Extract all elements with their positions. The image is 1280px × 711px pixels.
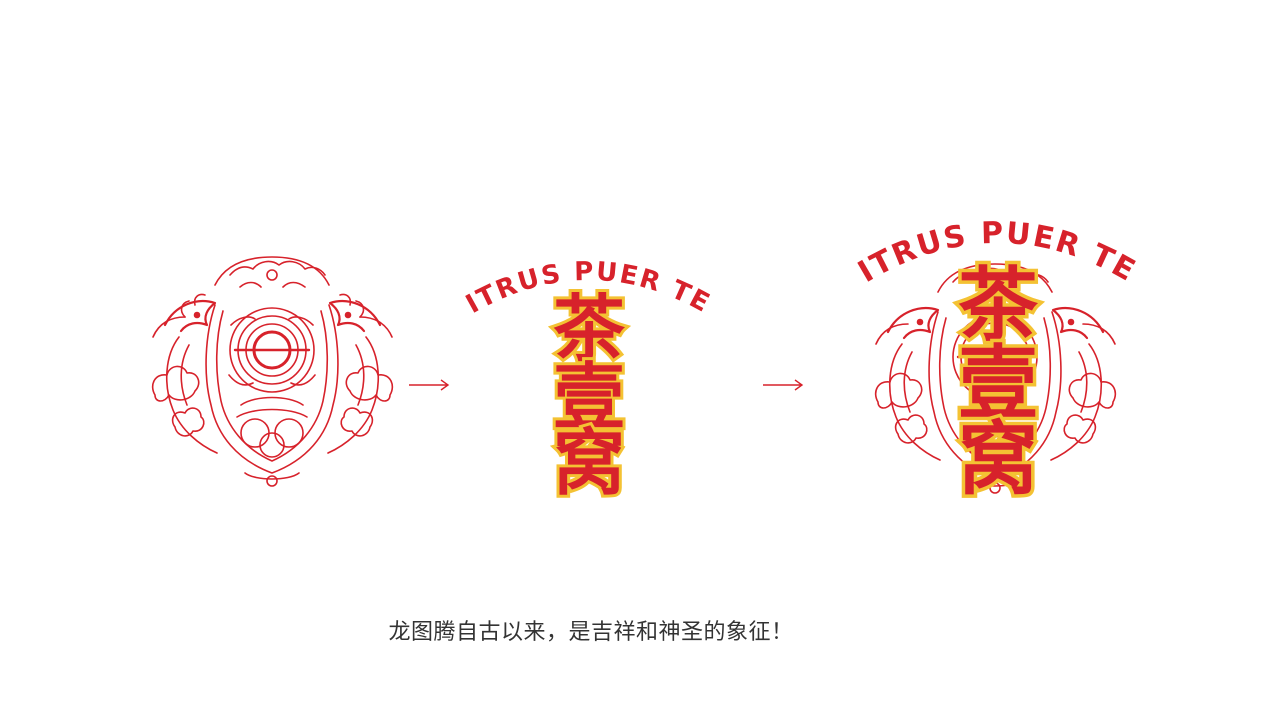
wordmark-cn-char-1: 茶 xyxy=(958,259,1039,352)
wordmark-cn-char-3: 窝 xyxy=(958,413,1038,505)
wordmark-cn-char-1: 茶 xyxy=(553,287,626,371)
arrow-right-icon xyxy=(763,379,804,391)
wordmark-logo: CITRUS PUER TEA 茶 壹 窝 xyxy=(856,205,1140,505)
dragon-emblem-icon xyxy=(151,256,394,487)
caption-text: 龙图腾自古以来，是吉祥和神圣的象征！ xyxy=(0,614,1182,646)
wordmark-cn-char-2: 壹 xyxy=(553,355,625,439)
wordmark-cn-char-2: 壹 xyxy=(958,337,1038,430)
wordmark-cn-char-3: 窝 xyxy=(553,421,625,498)
dragon-emblem-icon xyxy=(874,263,1117,494)
arrow-right-icon xyxy=(409,379,450,391)
caption-line: 龙图腾自古以来，是吉祥和神圣的象征！ xyxy=(388,620,794,645)
wordmark-logo: CITRUS PUER TEA 茶 壹 窝 xyxy=(462,236,714,498)
